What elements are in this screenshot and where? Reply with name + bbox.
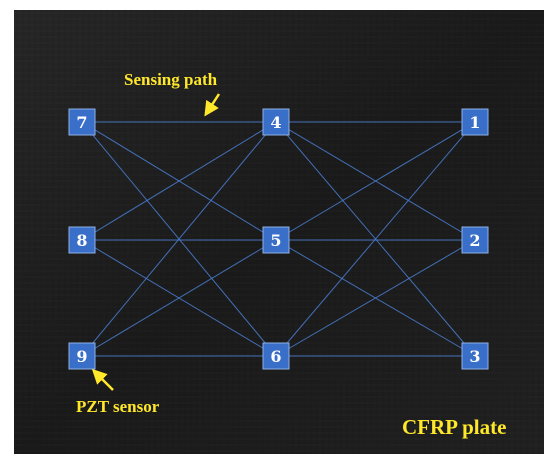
pzt-sensor-square [262,226,290,254]
pzt-sensor-6: 6 [262,342,290,370]
sensing-path-8-4 [81,121,277,241]
cfrp-plate-label: CFRP plate [402,415,506,439]
pzt-sensor-label: 3 [469,347,480,366]
pzt-sensor-label: 2 [469,231,480,250]
sensing-path-5-1 [275,121,476,241]
pzt-sensor-label: PZT sensor [76,397,160,416]
pzt-sensor-5: 5 [262,226,290,254]
sensing-path-6-2 [275,239,476,357]
sensing-path-arrow [204,93,221,117]
pzt-sensors: 7 4 1 8 5 2 9 6 3 [68,108,489,370]
pzt-sensor-square [461,108,489,136]
sensing-path-label: Sensing path [124,70,218,89]
pzt-sensor-label: 6 [270,347,281,366]
pzt-sensor-square [68,342,96,370]
pzt-sensor-label: 8 [76,231,87,250]
pzt-sensor-square [68,108,96,136]
pzt-sensor-label: 9 [76,347,87,366]
pzt-sensor-label: 1 [469,113,480,132]
pzt-sensor-square [68,226,96,254]
sensing-path-9-4 [81,121,277,357]
sensing-path-6-1 [275,121,476,357]
pzt-sensor-arrow [91,368,114,391]
pzt-sensor-7: 7 [68,108,96,136]
pzt-sensor-square [461,226,489,254]
sensing-paths [81,121,476,357]
pzt-sensor-4: 4 [262,108,290,136]
pzt-sensor-2: 2 [461,226,489,254]
cfrp-plate-photo: 7 4 1 8 5 2 9 6 3 Sensing path PZT sensor CFRP p… [14,10,544,454]
pzt-sensor-8: 8 [68,226,96,254]
pzt-sensor-label: 7 [76,113,87,132]
pzt-sensor-1: 1 [461,108,489,136]
pzt-sensor-square [262,108,290,136]
pzt-sensor-9: 9 [68,342,96,370]
sensing-path-9-5 [81,239,277,357]
pzt-sensor-label: 4 [270,113,281,132]
pzt-sensor-label: 5 [270,231,281,250]
pzt-sensor-3: 3 [461,342,489,370]
pzt-sensor-square [262,342,290,370]
plate-scene: 7 4 1 8 5 2 9 6 3 Sensing path PZT sensor CFRP p… [14,10,544,454]
pzt-sensor-square [461,342,489,370]
